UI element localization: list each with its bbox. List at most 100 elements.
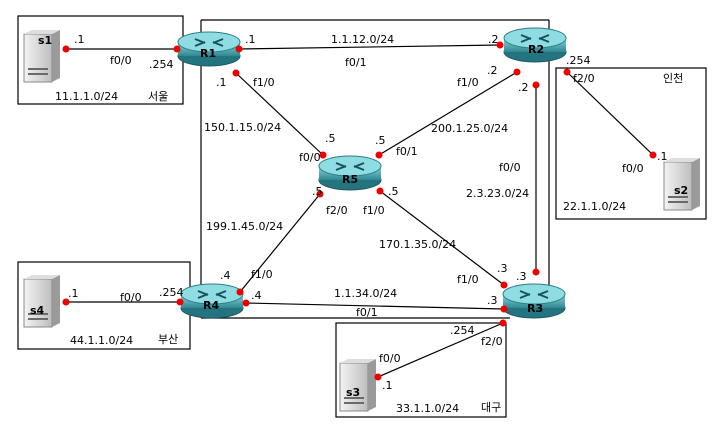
subnet-label: 44.1.1.0/24	[70, 334, 133, 347]
iface-label: f0/0	[499, 161, 521, 174]
subnet-label: 1.1.12.0/24	[331, 33, 394, 46]
ip-label: .2	[518, 81, 529, 94]
iface-label: f0/0	[379, 352, 401, 365]
region-label: 대구	[481, 401, 501, 414]
link-r1-r2	[238, 44, 501, 50]
server-icon	[23, 274, 61, 328]
region-label: 서울	[148, 90, 168, 103]
iface-label: f0/0	[622, 162, 644, 175]
subnet-label: 33.1.1.0/24	[396, 402, 459, 415]
router-r2[interactable]: R2	[503, 27, 567, 63]
region-label: 인천	[663, 71, 683, 85]
iface-dot	[173, 45, 181, 53]
subnet-label: 1.1.34.0/24	[334, 287, 397, 300]
router-label: R1	[200, 47, 216, 60]
site-box-incheon	[555, 67, 707, 220]
iface-label: f0/1	[345, 56, 367, 69]
iface-label: f1/0	[457, 273, 479, 286]
iface-dot	[375, 151, 383, 159]
router-r3[interactable]: R3	[502, 283, 566, 319]
iface-label: f0/0	[299, 151, 321, 164]
iface-label: f1/0	[363, 204, 385, 217]
iface-label: f0/1	[356, 306, 378, 319]
server-label: s1	[38, 34, 52, 47]
iface-dot	[62, 45, 70, 53]
site-box-daegu	[335, 322, 507, 418]
server-icon	[339, 358, 377, 412]
iface-dot	[376, 187, 384, 195]
iface-label: f2/0	[573, 72, 595, 85]
subnet-label: 2.3.23.0/24	[466, 187, 529, 200]
iface-dot	[532, 81, 540, 89]
iface-dot	[649, 151, 657, 159]
iface-dot	[62, 298, 70, 306]
link-r5-r3	[379, 190, 505, 286]
iface-dot	[513, 68, 521, 76]
iface-dot	[500, 281, 508, 289]
ip-label: .1	[382, 379, 393, 392]
ip-label: .5	[325, 132, 336, 145]
iface-dot	[176, 298, 184, 306]
subnet-label: 170.1.35.0/24	[379, 238, 456, 251]
interface-dots	[62, 41, 657, 381]
ip-label: .5	[312, 185, 323, 198]
server-s2[interactable]: s2	[663, 157, 701, 211]
ip-label: .254	[149, 58, 174, 71]
iface-dot	[532, 268, 540, 276]
iface-dot	[316, 190, 324, 198]
server-s3[interactable]: s3	[339, 358, 377, 412]
iface-label: f1/0	[251, 268, 273, 281]
router-r5[interactable]: R5	[318, 155, 382, 191]
ip-label: .254	[159, 286, 184, 299]
ip-label: .1	[657, 150, 668, 163]
ip-label: .1	[68, 287, 79, 300]
server-label: s3	[346, 386, 360, 399]
iface-dot	[500, 305, 508, 313]
iface-dot	[235, 45, 243, 53]
iface-dot	[499, 319, 507, 327]
iface-label: f2/0	[481, 335, 503, 348]
iface-dot	[496, 41, 504, 49]
link-r4-r3	[245, 302, 505, 310]
ip-label: .3	[487, 294, 498, 307]
subnet-label: 200.1.25.0/24	[431, 122, 508, 135]
iface-label: f0/0	[110, 54, 132, 67]
link-r5-r4	[239, 193, 321, 293]
ip-label: .254	[450, 324, 475, 337]
iface-dot	[563, 68, 571, 76]
server-label: s2	[674, 184, 688, 197]
ip-label: .5	[388, 185, 399, 198]
ip-label: .5	[375, 134, 386, 147]
server-label: s4	[30, 304, 45, 317]
iface-dot	[242, 299, 250, 307]
ip-label: .254	[566, 54, 591, 67]
ip-label: .3	[516, 270, 527, 283]
iface-label: f0/0	[120, 291, 142, 304]
core-frame	[200, 19, 550, 319]
iface-dot	[374, 373, 382, 381]
server-s1[interactable]: s1	[23, 29, 61, 83]
subnet-label: 22.1.1.0/24	[563, 200, 626, 213]
ip-label: .2	[488, 33, 499, 46]
subnet-label: 199.1.45.0/24	[206, 220, 283, 233]
iface-label: f0/1	[396, 145, 418, 158]
ip-label: .4	[251, 289, 262, 302]
subnet-label: 11.1.1.0/24	[55, 90, 118, 103]
router-label: R3	[527, 302, 543, 315]
subnet-label: 150.1.15.0/24	[204, 121, 281, 134]
router-r1[interactable]: R1	[177, 31, 241, 67]
link-r3-s3	[377, 322, 504, 378]
region-label: 부산	[158, 333, 178, 346]
router-r4[interactable]: R4	[180, 283, 244, 319]
link-r2-r5	[378, 71, 518, 156]
ip-label: .2	[487, 64, 498, 77]
server-s4[interactable]: s4	[23, 274, 61, 328]
link-r1-r5	[235, 72, 324, 156]
ip-label: .3	[497, 262, 508, 275]
iface-label: f1/0	[253, 76, 275, 89]
ip-label: .1	[74, 33, 85, 46]
iface-dot	[236, 288, 244, 296]
iface-label: f2/0	[326, 204, 348, 217]
